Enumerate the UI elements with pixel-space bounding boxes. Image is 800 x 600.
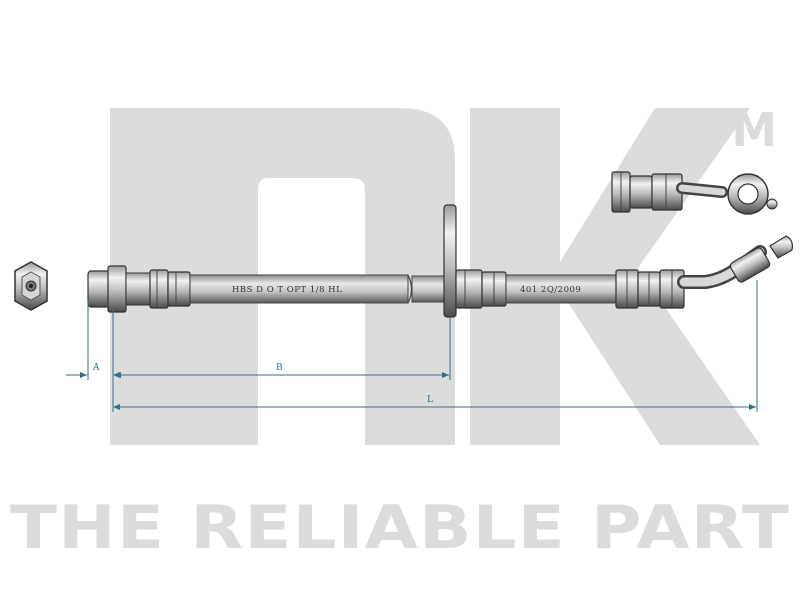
middle-fitting bbox=[455, 269, 507, 309]
brake-hose-assembly: HBS D O T OPT 1/8 HL 401 2Q/2009 bbox=[87, 204, 793, 318]
dimension-label-b: B bbox=[276, 363, 283, 373]
hose-body-left bbox=[189, 274, 409, 304]
logo-letter-n bbox=[110, 108, 455, 445]
dimension-label-a: A bbox=[92, 363, 100, 373]
tagline: THE RELIABLE PART bbox=[10, 493, 790, 563]
mounting-bracket bbox=[443, 204, 457, 318]
dimension-lines bbox=[66, 280, 758, 412]
hose-marking-1: HBS D O T OPT 1/8 HL bbox=[232, 285, 342, 295]
right-fitting bbox=[615, 269, 685, 309]
trademark-symbol: TM bbox=[700, 103, 777, 157]
hex-nut-end-view bbox=[14, 261, 48, 311]
banjo-sleeve bbox=[729, 247, 771, 283]
banjo-end-tip bbox=[769, 235, 793, 259]
dimension-label-l: L bbox=[427, 395, 433, 405]
end-fitting-detail bbox=[611, 171, 778, 215]
hose-body-right bbox=[505, 274, 617, 304]
left-fitting bbox=[87, 265, 191, 313]
hose-marking-2: 401 2Q/2009 bbox=[520, 285, 581, 295]
